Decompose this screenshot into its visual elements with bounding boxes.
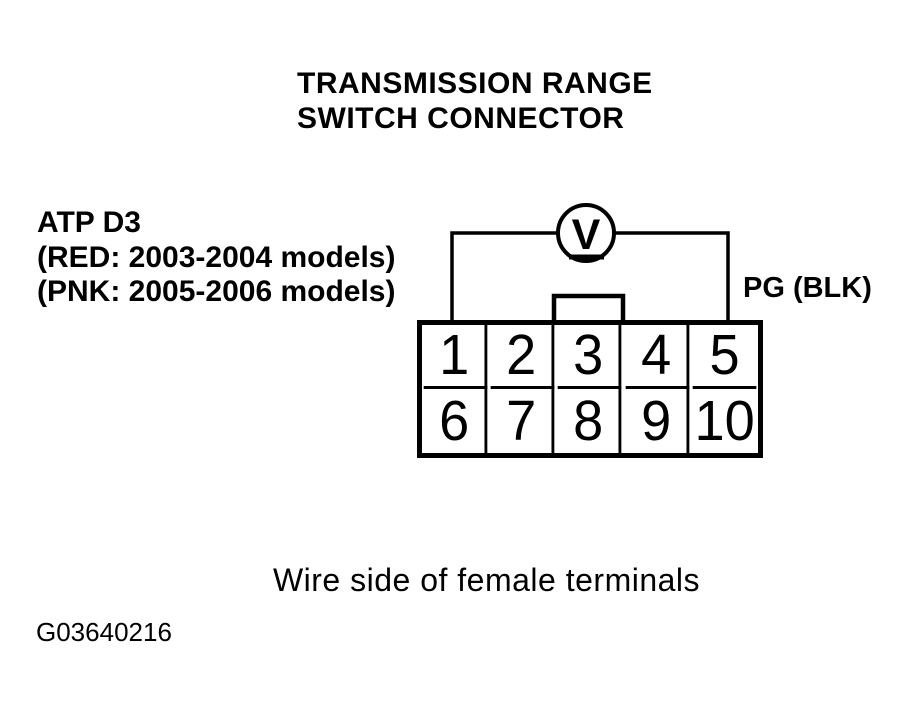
- voltmeter-letter: V: [572, 211, 601, 259]
- connector-keying-tab: [551, 293, 626, 322]
- terminal-cell-5: 5: [692, 325, 757, 389]
- diagram-caption: Wire side of female terminals: [272, 562, 701, 598]
- figure-id: G03640216: [36, 617, 172, 647]
- voltmeter-icon: V: [556, 203, 616, 263]
- right-wire: [614, 231, 730, 322]
- terminal-cell-6: 6: [424, 389, 488, 453]
- title-line-2: SWITCH CONNECTOR: [297, 102, 625, 135]
- left-wire: [450, 231, 558, 322]
- terminal-cell-10: 10: [694, 388, 755, 453]
- terminal-cell-3: 3: [558, 325, 622, 389]
- atp-label-line-1: ATP D3: [37, 206, 141, 239]
- pg-wire-label: PG (BLK): [743, 272, 872, 304]
- connector-grid: 1 2 3 4 5 6 7 8 9 10: [417, 320, 763, 458]
- terminal-cell-7: 7: [491, 389, 555, 453]
- title-line-1: TRANSMISSION RANGE: [297, 67, 653, 100]
- atp-label-line-3: (PNK: 2005-2006 models): [37, 275, 396, 308]
- terminal-cell-1: 1: [423, 325, 488, 389]
- diagram-title: TRANSMISSION RANGE SWITCH CONNECTOR: [297, 66, 653, 136]
- atp-label-line-2: (RED: 2003-2004 models): [37, 240, 396, 274]
- atp-wire-label: ATP D3 (RED: 2003-2004 models) (PNK: 200…: [37, 206, 395, 310]
- terminal-cell-8: 8: [558, 389, 622, 453]
- terminal-cell-2: 2: [490, 325, 555, 389]
- terminal-cell-9: 9: [625, 389, 690, 453]
- terminal-cell-4: 4: [625, 325, 690, 389]
